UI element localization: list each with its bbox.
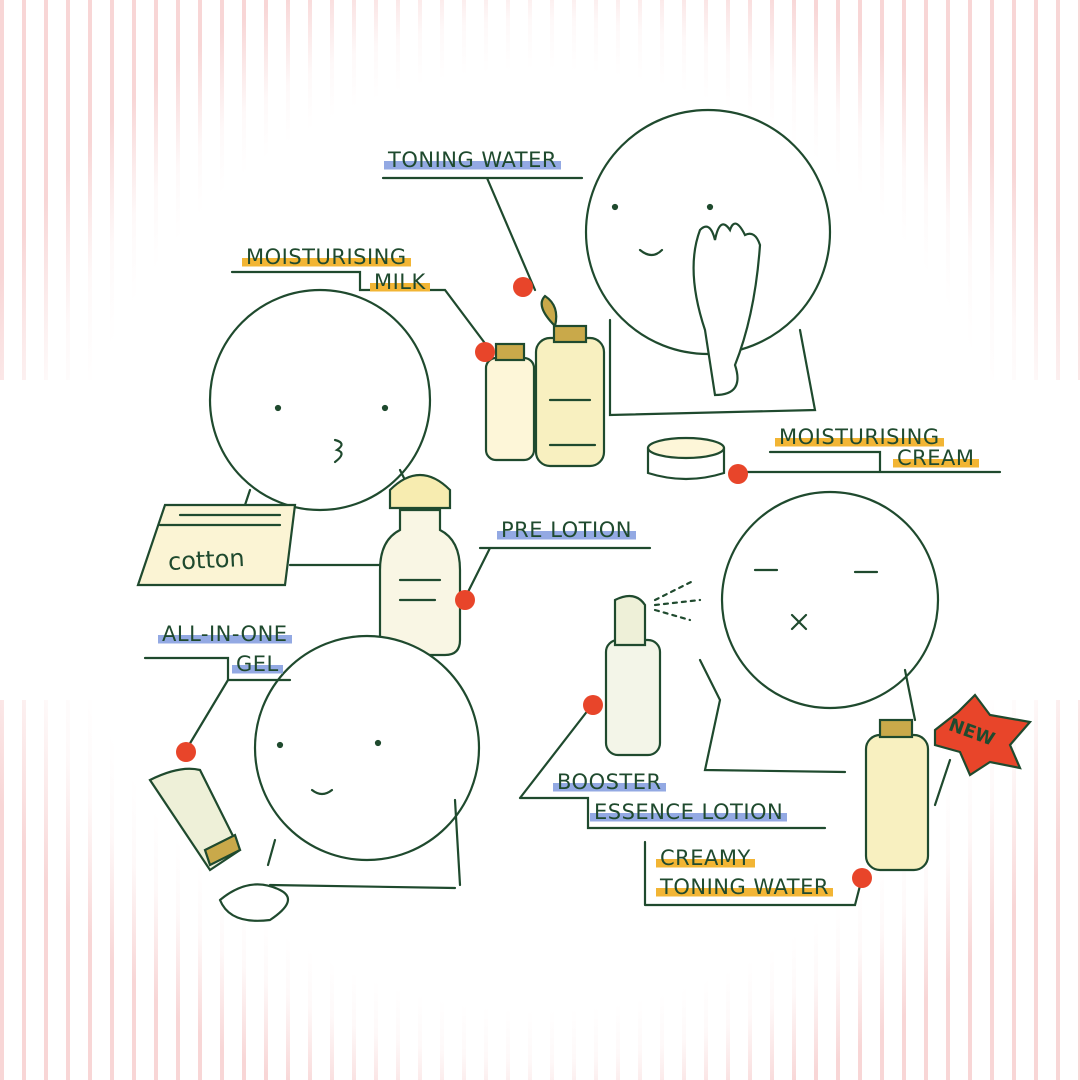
bottles-milk-toning (484, 294, 606, 468)
person-with-cotton (136, 288, 432, 587)
cotton-pack-label: cotton (167, 544, 246, 576)
label-moisturising-milk-line2: MILK (370, 270, 430, 294)
label-booster-line1: BOOSTER (553, 770, 666, 794)
label-all-in-one-line2: GEL (232, 652, 283, 676)
label-booster-line2: ESSENCE LOTION (590, 800, 788, 824)
label-pre-lotion: PRE LOTION (497, 518, 636, 542)
label-moisturising-milk-line1: MOISTURISING (242, 245, 411, 269)
label-creamy-line2: TONING WATER (656, 875, 833, 899)
cream-jar (646, 436, 726, 481)
label-all-in-one-line1: ALL-IN-ONE (158, 622, 292, 646)
callout-dots (176, 277, 872, 888)
person-touching-face (584, 108, 832, 417)
new-starburst (933, 693, 1033, 777)
label-moisturising-cream-line1: MOISTURISING (775, 425, 944, 449)
leader-lines (143, 176, 1002, 907)
pre-lotion-bottle (378, 474, 462, 657)
person-with-gel (148, 634, 481, 922)
label-toning-water: TONING WATER (384, 148, 561, 172)
label-moisturising-cream-line2: CREAM (893, 446, 979, 470)
person-with-spray (604, 490, 1033, 872)
label-creamy-line1: CREAMY (656, 846, 755, 870)
